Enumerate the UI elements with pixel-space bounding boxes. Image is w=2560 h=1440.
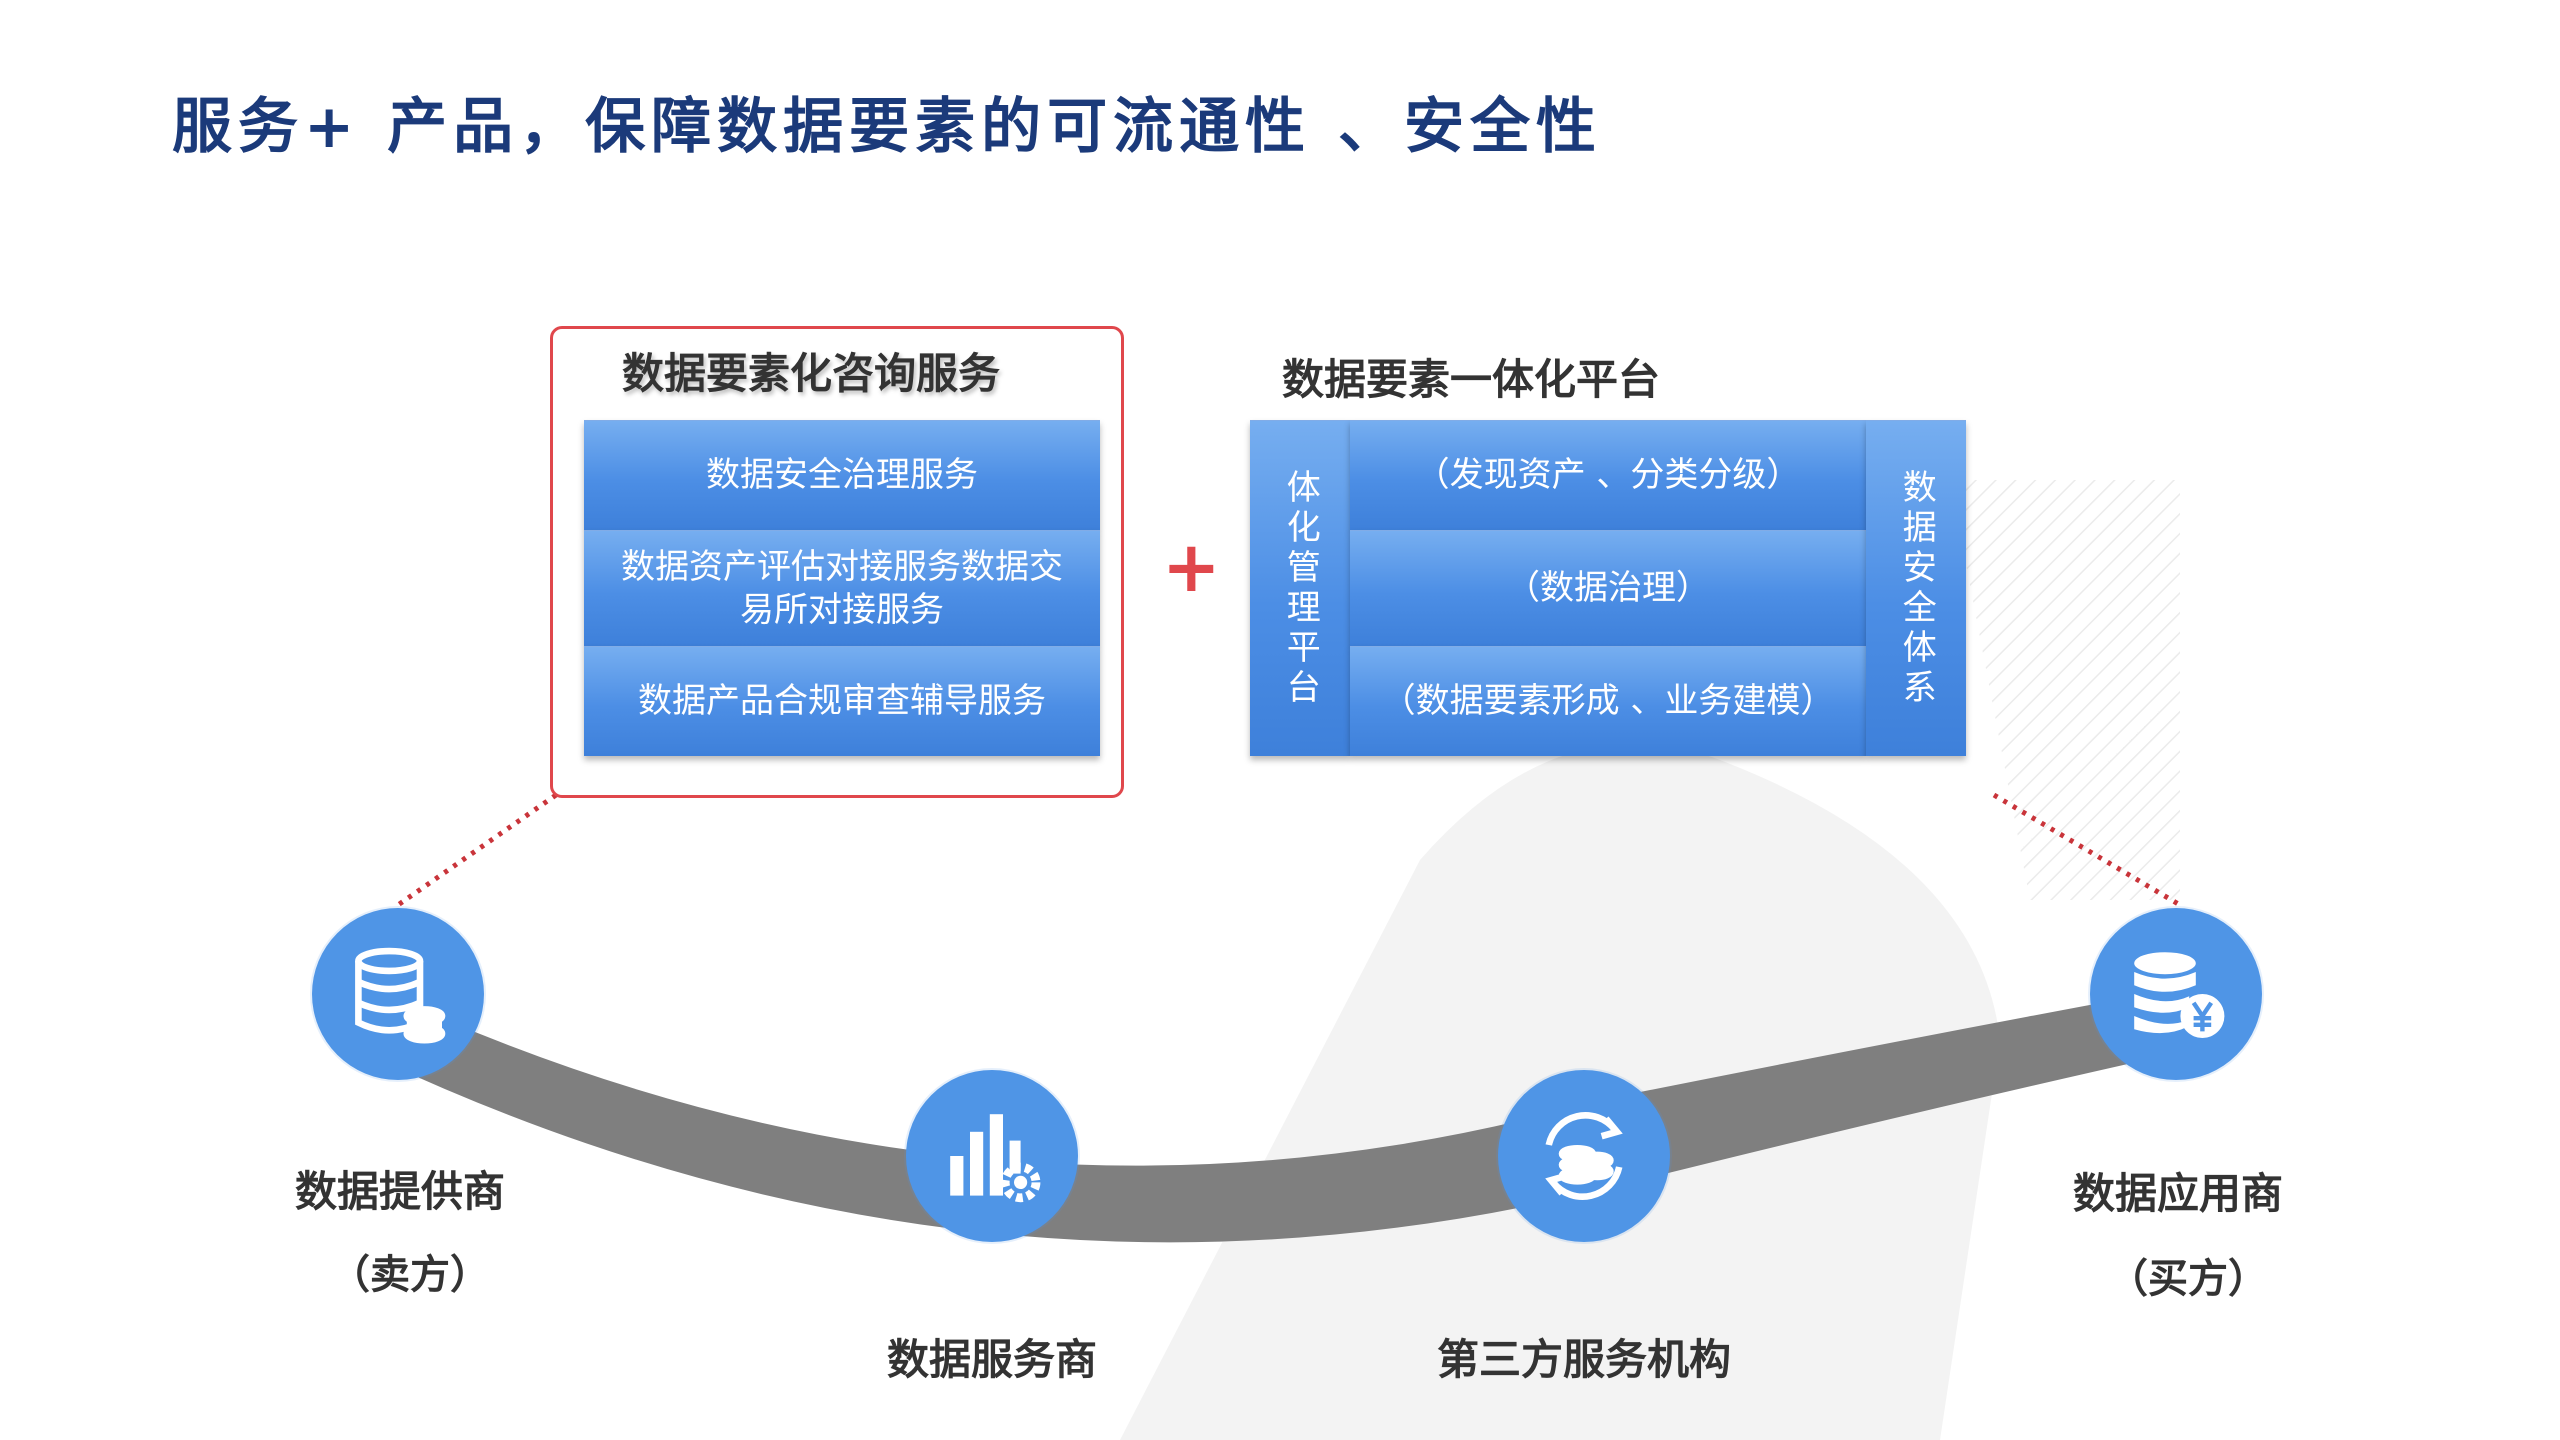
- value-chain-band: [380, 990, 2190, 1243]
- data-service-provider-node: [906, 1070, 1078, 1242]
- platform-row-asset-discovery: （发现资产 、分类分级）: [1350, 420, 1866, 530]
- consulting-services-heading: 数据要素化咨询服务: [622, 349, 1001, 398]
- plus-sign: +: [1162, 526, 1221, 608]
- page-title: 服务+ 产品，保障数据要素的可流通性 、安全性: [172, 92, 1603, 162]
- platform-heading: 数据要素一体化平台: [1282, 355, 1661, 404]
- consulting-item-compliance-review: 数据产品合规审查辅导服务: [584, 646, 1100, 756]
- coin-exchange-icon: [1545, 1112, 1623, 1200]
- platform-management-label: 体化管理平台: [1280, 468, 1321, 709]
- data-provider-role: （卖方）: [330, 1252, 490, 1298]
- data-service-provider-label: 数据服务商: [886, 1335, 1098, 1384]
- dotted-connector-right: [1992, 792, 2182, 908]
- database-yen-icon: [2134, 952, 2225, 1038]
- platform-row-data-governance: （数据治理）: [1350, 530, 1866, 646]
- data-application-provider-node: [2090, 908, 2262, 1080]
- background-hatch: [1950, 480, 2180, 900]
- third-party-institution-node: [1498, 1070, 1670, 1242]
- database-icon: [355, 947, 446, 1044]
- chart-gear-icon: [950, 1114, 1041, 1203]
- data-provider-node: [312, 908, 484, 1080]
- third-party-institution-label: 第三方服务机构: [1436, 1335, 1732, 1384]
- platform-security-column: 数据安全体系: [1866, 420, 1966, 756]
- data-provider-label: 数据提供商: [294, 1167, 506, 1216]
- consulting-item-asset-evaluation: 数据资产评估对接服务数据交易所对接服务: [584, 530, 1100, 646]
- data-application-provider-label: 数据应用商: [2072, 1169, 2284, 1218]
- platform-row-element-modeling: （数据要素形成 、业务建模）: [1350, 646, 1866, 756]
- platform-management-column: 体化管理平台: [1250, 420, 1350, 756]
- consulting-item-security-governance: 数据安全治理服务: [584, 420, 1100, 530]
- platform-security-label: 数据安全体系: [1896, 468, 1937, 709]
- data-application-provider-role: （买方）: [2108, 1256, 2268, 1302]
- dotted-connector-left: [396, 792, 558, 908]
